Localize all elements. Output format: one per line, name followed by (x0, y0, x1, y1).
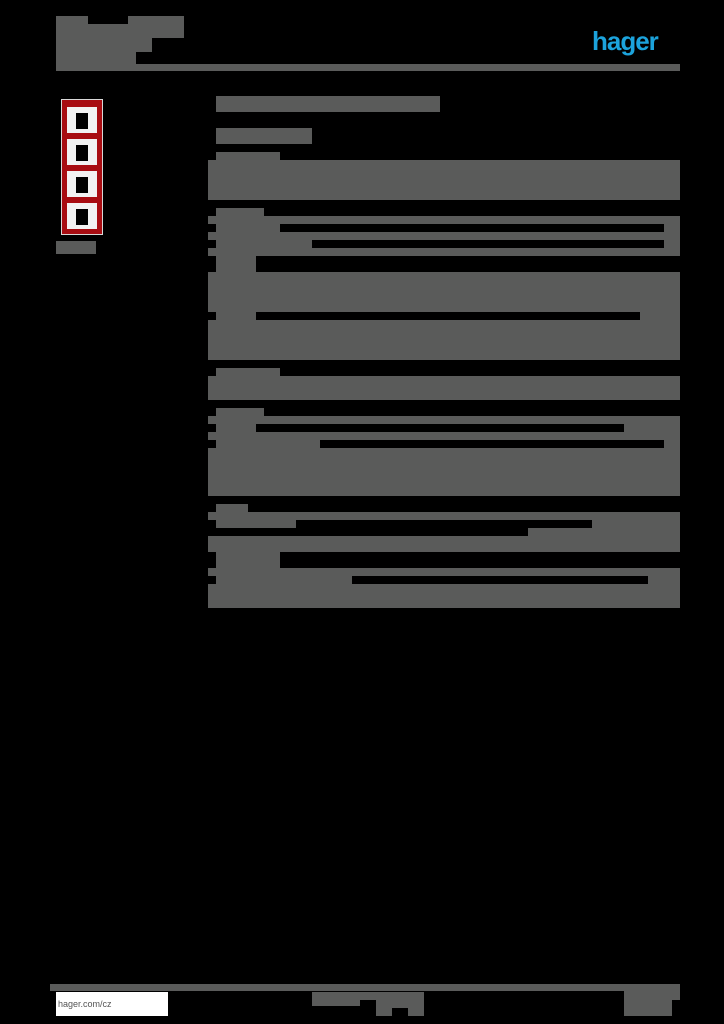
page-subheading (216, 128, 312, 144)
product-image-frame (61, 99, 103, 235)
footer-website-link[interactable]: hager.com/cz (56, 992, 168, 1016)
header-rule (56, 64, 680, 71)
hager-logo: hager (592, 26, 659, 56)
product-caption (56, 241, 96, 254)
page-heading (216, 96, 440, 112)
footer-rule (50, 984, 680, 991)
